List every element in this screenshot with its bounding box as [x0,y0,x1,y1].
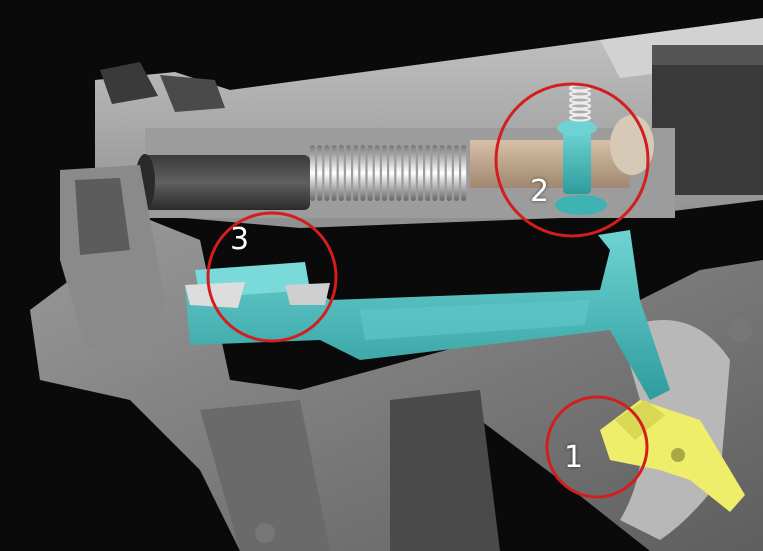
spring-coil [410,145,416,201]
rear-sight [100,62,158,104]
callout-label-2: 2 [530,174,550,209]
spring-coil [346,145,351,201]
trigger-bar [185,120,670,400]
pin-left [255,523,275,543]
spring-coil [446,145,452,201]
spring-coil [454,145,459,201]
firing-pin [470,140,630,188]
spring-coil [461,145,467,201]
spring-coil [331,145,337,201]
callout-ring-2 [494,82,650,238]
spring-coil [338,145,344,201]
grip-inner [390,390,500,551]
callout-ring-1 [545,395,649,499]
sear-notch [185,282,245,308]
spring-coil [367,145,373,201]
spring-coil [374,145,380,201]
safety-plunger [563,130,591,194]
callout-rings [206,82,650,499]
spring-coil [324,145,330,201]
spring-coil [317,145,323,201]
spring-coil [360,145,366,201]
spring-coil [396,145,402,201]
callout-label-3: 3 [230,222,250,257]
spring-coil [418,145,423,201]
spring-coil [432,145,438,201]
spring-coil [310,145,315,201]
spring-coil [389,145,395,201]
spring-coil [403,145,409,201]
recoil-spring [310,145,467,201]
callout-label-1: 1 [564,440,584,475]
spring-coil [353,145,359,201]
pin-right [728,318,752,342]
callout-ring-3 [206,211,338,343]
spring-coil [425,145,431,201]
barrel [140,155,310,210]
plunger-spring [569,84,591,122]
plunger-spring-coil [569,114,591,122]
spring-coil [382,145,387,201]
spring-coil [439,145,445,201]
